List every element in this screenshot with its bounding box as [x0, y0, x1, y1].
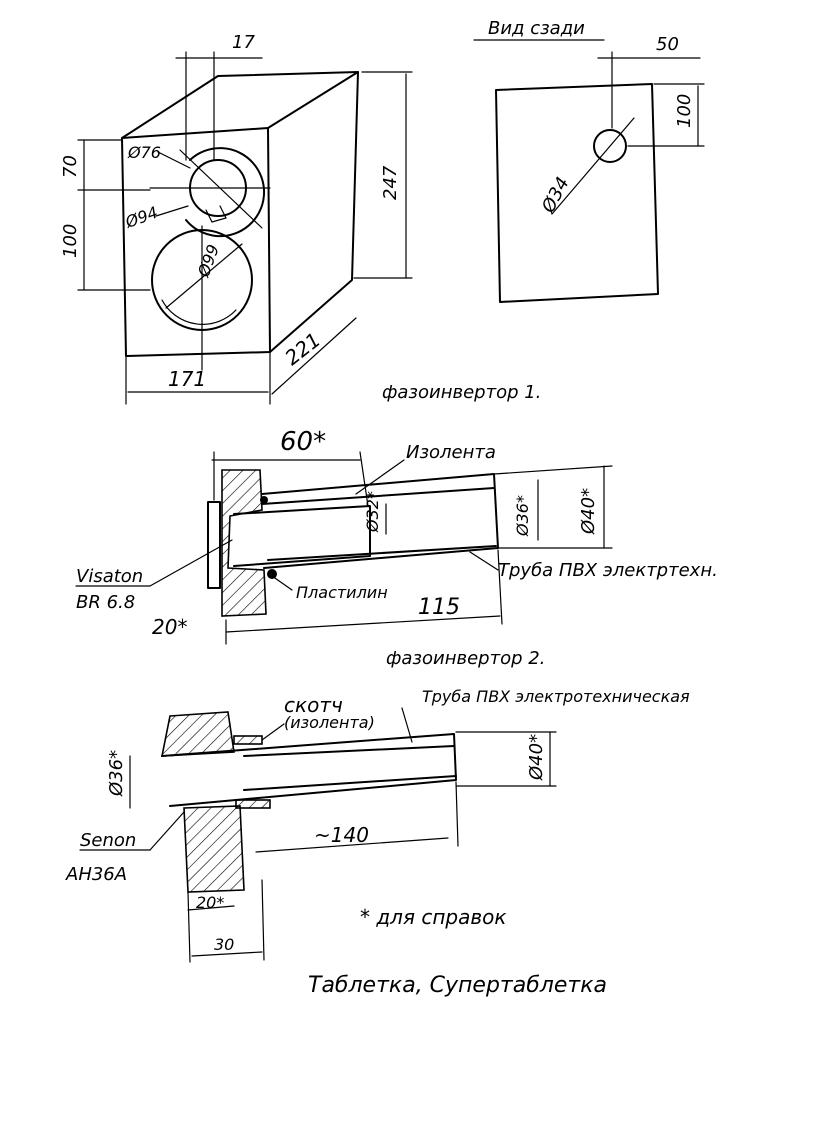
rear-panel: [495, 83, 659, 303]
label-hole-94: Ø94: [122, 203, 160, 232]
dim30-ext2: [261, 879, 265, 961]
scotch-top: [233, 735, 263, 745]
leader-pipe-v3: [401, 707, 413, 743]
view1-labels: 17 Ø76 Ø94 Ø99 70 100 247 171 221 фазоин…: [60, 32, 541, 403]
seal-bottom: [267, 569, 277, 579]
dim-140: ~140: [314, 823, 369, 847]
pipe-wall-top: [261, 487, 495, 505]
label-plasticine: Пластилин: [296, 583, 388, 602]
baffle-top: [161, 711, 235, 757]
rear-dim-100: 100: [674, 94, 695, 128]
rear-dim-50: 50: [656, 34, 679, 55]
rear-hole: [593, 129, 627, 163]
dim-20-v2: 20*: [152, 615, 187, 639]
scotch-bottom: [235, 799, 271, 809]
dim-30: 30: [214, 935, 234, 954]
dim140-ext: [455, 781, 459, 847]
dim-40: Ø40*: [578, 488, 599, 535]
pipe-inner-bottom: [243, 775, 457, 791]
label-pipe-v3: Труба ПВХ электротехническая: [422, 687, 690, 706]
view2-labels: 60* Изолента Ø32* Ø36* Ø40* Visaton BR 6…: [76, 427, 718, 669]
dim-60: 60*: [280, 427, 326, 457]
baffle-bottom: [183, 805, 245, 893]
dim-70: 70: [60, 155, 81, 178]
driver-rim: [161, 299, 237, 325]
dim60-ext2: [359, 451, 369, 507]
dim-32: Ø32*: [363, 491, 382, 533]
port-center-d: [179, 149, 263, 229]
leader-pipe: [469, 551, 499, 571]
pipe-wall-bottom: [267, 545, 497, 561]
view3-section: [79, 707, 557, 963]
label-tape: Изолента: [406, 442, 496, 463]
dim-36: Ø36*: [513, 495, 532, 537]
caption-view1: фазоинвертор 1.: [382, 382, 541, 403]
box-side-face: [269, 71, 359, 353]
view1-box: [77, 51, 413, 405]
label-br68: BR 6.8: [76, 592, 135, 613]
dim30-line: [191, 951, 263, 957]
outer-pipe: [261, 473, 499, 569]
leader-tape: [355, 459, 405, 495]
pipe-inner-top: [243, 745, 455, 757]
label-senon: Senon: [80, 830, 136, 851]
label-scotch: скотч: [284, 693, 343, 717]
dim20-v3-line: [187, 905, 235, 911]
leader-94: [155, 205, 189, 217]
rear-view-title: Вид сзади: [488, 18, 585, 39]
view2-section: [75, 451, 613, 645]
label-visaton: Visaton: [76, 566, 143, 587]
rear-hole-leader: [551, 117, 635, 215]
sheet-title: Таблетка, Супертаблетка: [308, 973, 607, 998]
dim-100: 100: [60, 224, 81, 258]
caption-view2: фазоинвертор 2.: [386, 648, 545, 669]
dim-36-v3: Ø36*: [106, 750, 127, 797]
leader-senon: [149, 811, 185, 851]
footnote: * для справок: [360, 905, 506, 929]
rear-view: Вид сзади 50 100 Ø34: [473, 18, 705, 303]
dim221-line: [271, 317, 357, 395]
leader-plasticine: [271, 575, 293, 591]
port-notch: [205, 205, 227, 223]
dim-171: 171: [168, 367, 206, 391]
label-hole-99: Ø99: [194, 242, 223, 280]
driver-flange: [207, 501, 221, 589]
box-front-face: [121, 127, 271, 357]
dim40-ext1: [493, 465, 613, 475]
leader-visaton: [149, 539, 233, 587]
seal-top: [260, 496, 268, 504]
label-pipe-v2: Труба ПВХ электртехн.: [498, 560, 718, 581]
pipe-outline: [161, 733, 457, 807]
label-ah36a: AH36A: [65, 864, 127, 885]
view3-labels: скотч (изолента) Труба ПВХ электротехнич…: [65, 687, 690, 954]
label-tape-v3: (изолента): [284, 713, 375, 732]
dim115-line: [225, 615, 501, 633]
inner-tube: [233, 505, 371, 567]
leader-76: [157, 151, 191, 169]
baffle-wall: [221, 469, 267, 617]
dim-20-v3: 20*: [196, 893, 224, 912]
dim140-line: [255, 837, 449, 853]
dim-40-v3: Ø40*: [526, 734, 547, 781]
box-top-face: [121, 71, 359, 139]
dim115-ext: [497, 549, 503, 625]
dim-247: 247: [380, 165, 401, 200]
label-hole-76: Ø76: [127, 143, 161, 162]
dim-17: 17: [232, 32, 255, 53]
dim30-ext1: [187, 891, 191, 963]
driver-dia-line: [165, 243, 243, 309]
dim-115: 115: [418, 595, 460, 620]
dim-221: 221: [280, 328, 325, 370]
port-flange-94: [185, 147, 266, 238]
leader-scotch: [261, 723, 285, 741]
